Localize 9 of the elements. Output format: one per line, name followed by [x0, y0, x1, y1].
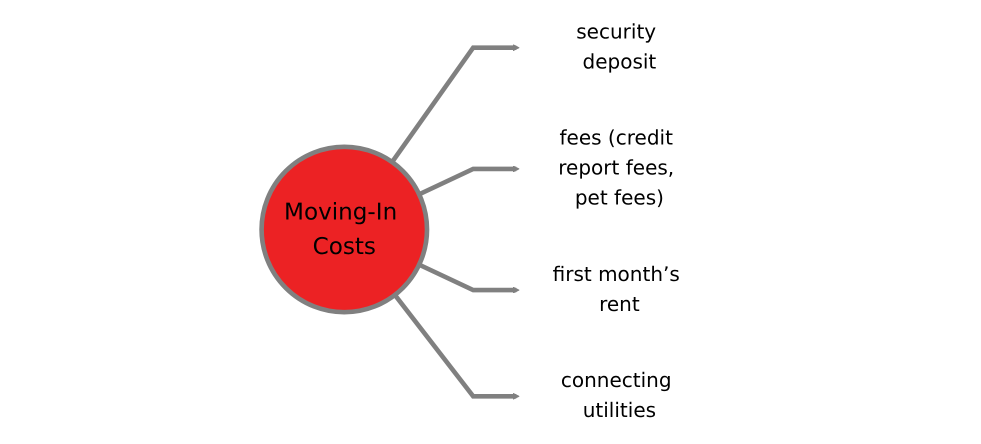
- node-text: fees (credit report fees, pet fees): [558, 126, 674, 210]
- arrow: [393, 294, 520, 400]
- arrow: [418, 262, 520, 294]
- arrow: [418, 166, 520, 196]
- node-text: first month’s rent: [552, 263, 680, 316]
- node-text: connecting utilities: [560, 369, 672, 422]
- node-text: security deposit: [576, 20, 656, 74]
- node-circle: Moving-In Costs: [259, 144, 430, 315]
- arrow: [390, 44, 520, 164]
